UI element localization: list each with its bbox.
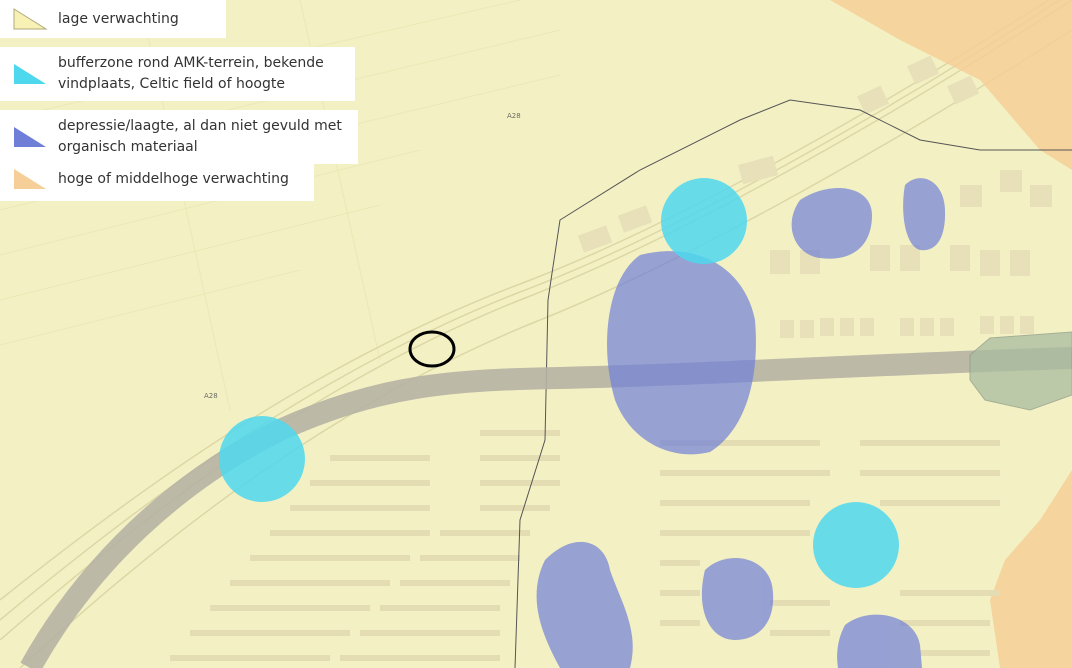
depression-central [607,251,756,455]
depression-bottom-left [536,541,633,668]
buffer-zones [219,178,899,588]
buffer-circle-left [219,416,305,502]
depression-bottom-middle [701,558,774,640]
triangle-swatch-icon [14,169,46,189]
legend-label-buffer-zone: bufferzone rond AMK-terrein, bekende vin… [58,55,324,92]
main-road [20,347,1072,668]
legend-label-depression: depressie/laagte, al dan niet gevuld met… [58,118,342,155]
location-marker[interactable] [408,330,456,368]
depression-zones [536,178,946,668]
triangle-swatch-icon [14,64,46,84]
legend-item-low-expectation: lage verwachting [0,0,226,38]
buffer-circle-top [661,178,747,264]
buffer-circle-right [813,502,899,588]
legend-label-high-expectation: hoge of middelhoge verwachting [58,170,289,187]
triangle-swatch-icon [14,127,46,147]
triangle-swatch-icon [13,8,48,30]
high-zone-right [990,470,1072,668]
legend-item-high-expectation: hoge of middelhoge verwachting [0,157,314,201]
high-expectation-zones [830,0,1072,668]
legend-label-low-expectation: lage verwachting [58,10,179,27]
legend-item-buffer-zone: bufferzone rond AMK-terrein, bekende vin… [0,47,355,101]
depression-top-right [903,178,946,251]
road-label-a28-top: A28 [507,112,521,120]
study-area-boundary [514,99,1072,668]
road-junction-zone [969,331,1072,411]
legend: lage verwachting bufferzone rond AMK-ter… [0,0,360,205]
legend-item-depression: depressie/laagte, al dan niet gevuld met… [0,110,358,164]
depression-bottom-right [837,614,922,668]
depression-top-middle [791,188,872,259]
urban-houses-south [170,430,1000,661]
high-zone-top-right [830,0,1072,170]
road-label-a28-left: A28 [204,392,218,400]
